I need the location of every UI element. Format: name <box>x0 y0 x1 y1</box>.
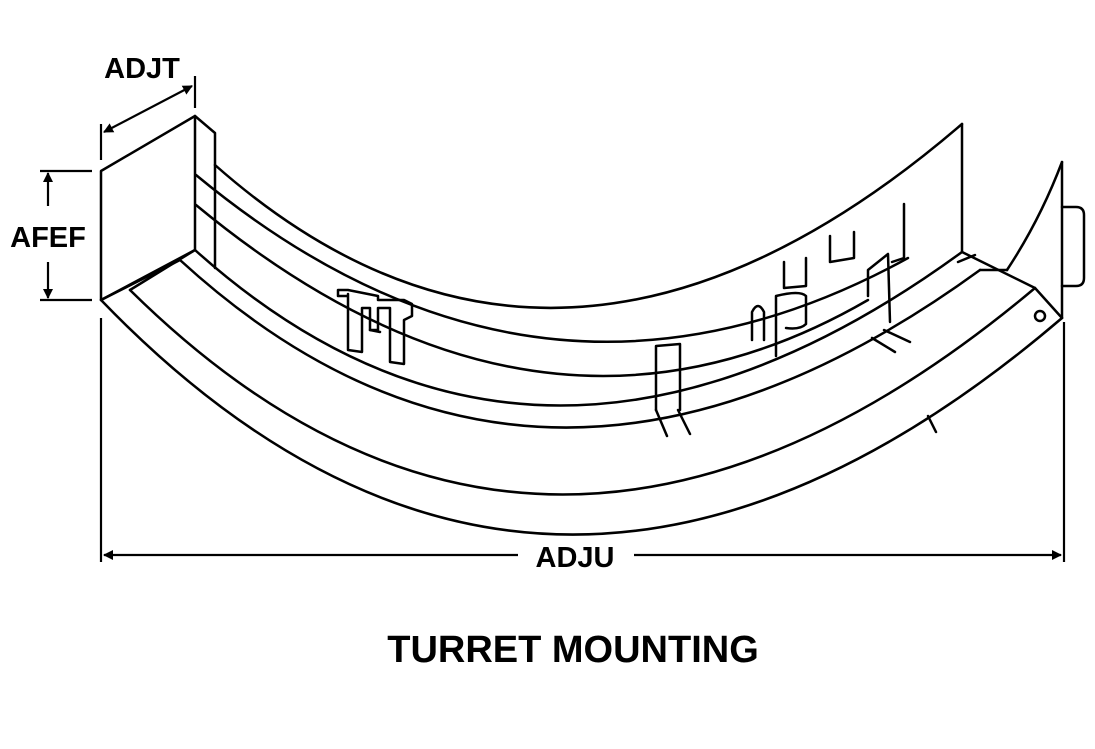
p-shaped-bracket <box>750 291 808 358</box>
turret-ring <box>99 114 1086 536</box>
channel-upper-arc <box>194 173 910 344</box>
ledge-arc-1 <box>193 248 964 407</box>
adju-label: ADJU <box>536 542 615 574</box>
left-end-block <box>99 114 197 302</box>
adjt-label: ADJT <box>104 53 180 85</box>
right-end-tab <box>1060 205 1086 288</box>
ledge-mark-2 <box>654 408 669 438</box>
ledge-mark-4 <box>926 414 938 434</box>
base-arc-outer <box>99 298 1064 536</box>
ledge-mark-5 <box>870 336 897 354</box>
ring-top-arc <box>213 122 964 309</box>
center-post <box>654 342 682 412</box>
right-ledge-edge <box>960 250 1064 320</box>
right-bracket-2 <box>828 230 856 264</box>
afef-label: AFEF <box>10 222 86 254</box>
base-arc-inner <box>128 286 1037 496</box>
left-bracket <box>336 288 414 366</box>
right-end-curve <box>1005 160 1064 272</box>
adjt-arrow <box>103 85 193 133</box>
ledge-mark-3 <box>676 408 692 436</box>
left-ledge-edge-2 <box>128 248 197 292</box>
left-end-inner-face <box>193 114 217 270</box>
left-bracket-detail <box>368 328 382 334</box>
channel-lower-arc <box>194 203 870 378</box>
dimension-lines <box>40 76 1066 562</box>
right-bracket-3 <box>866 252 892 324</box>
ledge-mark-1 <box>956 253 977 264</box>
right-bracket-1 <box>782 256 808 290</box>
ledge-mark-6 <box>882 328 912 344</box>
ledge-arc-2 <box>178 258 982 429</box>
right-end-hole <box>1033 309 1047 323</box>
right-bracket-4 <box>890 202 906 264</box>
diagram-caption: TURRET MOUNTING <box>387 629 759 671</box>
